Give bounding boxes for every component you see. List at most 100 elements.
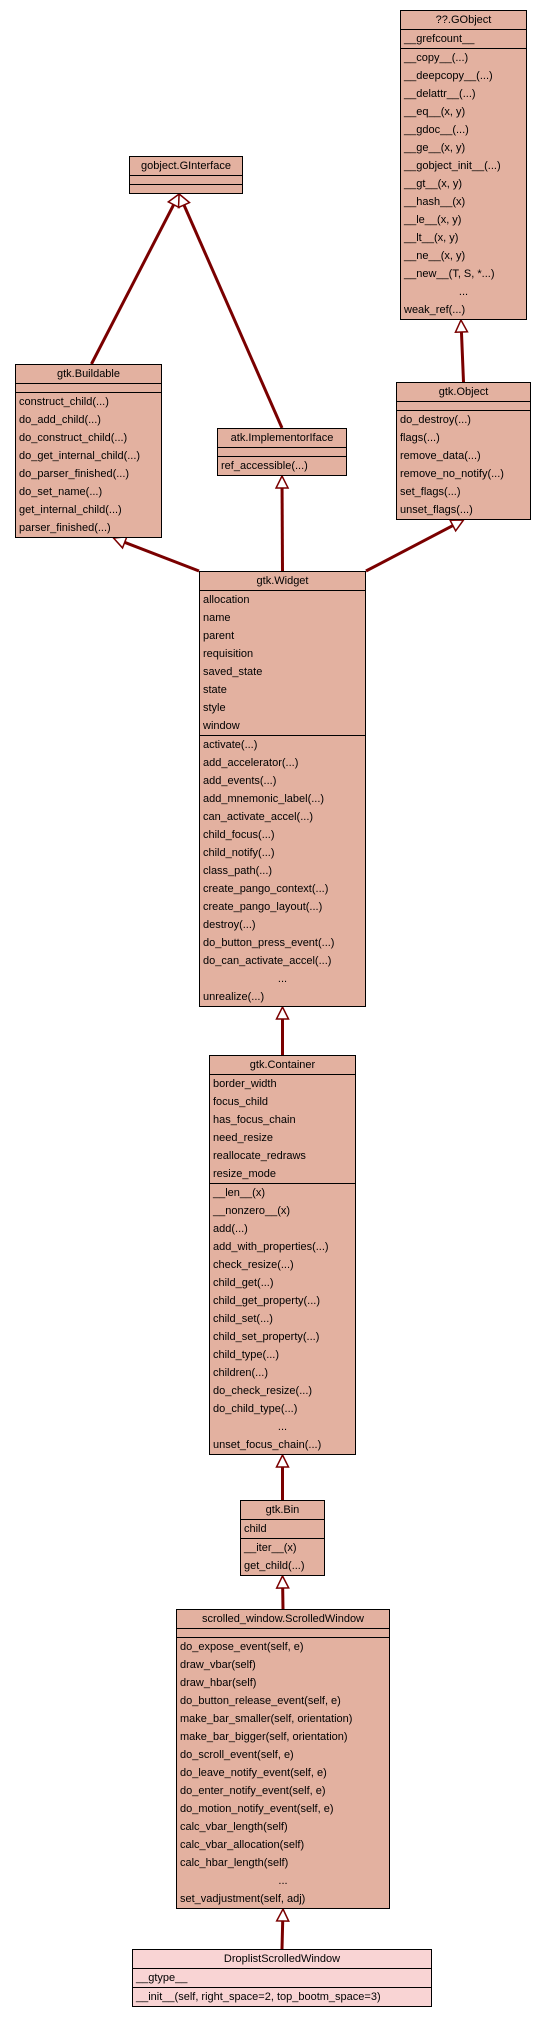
member: check_resize(...)	[213, 1259, 294, 1271]
attributes-section	[218, 448, 346, 457]
inheritance-line-buildable-gobject_ginterface	[90, 203, 175, 365]
member: child	[244, 1523, 267, 1535]
member: requisition	[203, 648, 254, 660]
member: __gtype__	[136, 1972, 188, 1984]
inheritance-line-widget-buildable	[124, 540, 200, 573]
member: construct_child(...)	[19, 396, 109, 408]
member: add_accelerator(...)	[203, 757, 299, 769]
class-gobject-ginterface: gobject.GInterface	[129, 156, 243, 194]
member: __hash__(x)	[404, 196, 466, 208]
inheritance-arrowhead-buildable-gobject_ginterface	[166, 192, 180, 209]
member: do_construct_child(...)	[19, 432, 128, 444]
member: has_focus_chain	[213, 1114, 296, 1126]
member: child_get(...)	[213, 1277, 274, 1289]
attributes-section: child	[241, 1520, 324, 1539]
methods-section: __iter__(x)get_child(...)	[241, 1539, 324, 1575]
member: make_bar_bigger(self, orientation)	[180, 1731, 348, 1743]
member: remove_data(...)	[400, 450, 481, 462]
methods-section: __copy__(...)__deepcopy__(...)__delattr_…	[401, 49, 526, 319]
attributes-section	[16, 384, 161, 393]
member: __ge__(x, y)	[404, 142, 466, 154]
attributes-section: __gtype__	[133, 1969, 431, 1988]
member: __gobject_init__(...)	[404, 160, 501, 172]
member: do_destroy(...)	[400, 414, 471, 426]
inheritance-arrowhead-scrolled-bin	[275, 1574, 290, 1589]
methods-section: activate(...) add_accelerator(...) add_eve…	[200, 736, 365, 1006]
class-name: gobject.GInterface	[130, 157, 242, 176]
class-name: ??.GObject	[401, 11, 526, 30]
member: child_focus(...)	[203, 829, 275, 841]
member: do_parser_finished(...)	[19, 468, 130, 480]
member: reallocate_redraws	[213, 1150, 306, 1162]
ellipsis: ...	[277, 1421, 288, 1433]
member: need_resize	[213, 1132, 273, 1144]
ellipsis: ...	[277, 973, 288, 985]
member: __le__(x, y)	[404, 214, 462, 226]
member: activate(...)	[203, 739, 258, 751]
member: child_get_property(...)	[213, 1295, 320, 1307]
member: border_width	[213, 1078, 277, 1090]
member: remove_no_notify(...)	[400, 468, 504, 480]
member: class_path(...)	[203, 865, 273, 877]
class-name: DroplistScrolledWindow	[133, 1950, 431, 1969]
member: do_motion_notify_event(self, e)	[180, 1803, 334, 1815]
member: unset_flags(...)	[400, 504, 473, 516]
member: state	[203, 684, 227, 696]
class-gobject: ??.GObject__grefcount__ __copy__(...) __de…	[400, 10, 527, 320]
inheritance-arrowhead-droplist-scrolled	[275, 1907, 290, 1922]
member: do_button_release_event(self, e)	[180, 1695, 341, 1707]
member: create_pango_context(...)	[203, 883, 329, 895]
member: __nonzero__(x)	[213, 1205, 291, 1217]
member: add_events(...)	[203, 775, 277, 787]
attributes-section	[130, 176, 242, 185]
class-name: gtk.Widget	[200, 572, 365, 591]
member: child_set_property(...)	[213, 1331, 320, 1343]
member: can_activate_accel(...)	[203, 811, 314, 823]
methods-section: do_destroy(...)flags(...)remove_data(...…	[397, 411, 530, 519]
member: set_flags(...)	[400, 486, 461, 498]
member: add_with_properties(...)	[213, 1241, 329, 1253]
member: add_mnemonic_label(...)	[203, 793, 325, 805]
member: resize_mode	[213, 1168, 276, 1180]
member: do_can_activate_accel(...)	[203, 955, 332, 967]
member: do_leave_notify_event(self, e)	[180, 1767, 327, 1779]
inheritance-arrowhead-object-gobject	[454, 318, 469, 334]
member: make_bar_smaller(self, orientation)	[180, 1713, 353, 1725]
member: __iter__(x)	[244, 1542, 297, 1554]
inheritance-line-object-gobject	[459, 331, 465, 383]
member: child_set(...)	[213, 1313, 273, 1325]
member: unset_focus_chain(...)	[213, 1439, 322, 1451]
inheritance-arrowhead-widget-object	[448, 519, 465, 533]
member: __eq__(x, y)	[404, 106, 466, 118]
member: style	[203, 702, 226, 714]
member: add(...)	[213, 1223, 248, 1235]
member: __deepcopy__(...)	[404, 70, 493, 82]
member: __gt__(x, y)	[404, 178, 463, 190]
inheritance-line-widget-object	[365, 524, 454, 573]
class-name: gtk.Object	[397, 383, 530, 402]
inheritance-arrowhead-bin-container	[275, 1453, 290, 1468]
ellipsis: ...	[458, 286, 469, 298]
member: do_scroll_event(self, e)	[180, 1749, 294, 1761]
class-name: gtk.Bin	[241, 1501, 324, 1520]
class-name: atk.ImplementorIface	[218, 429, 346, 448]
member: do_set_name(...)	[19, 486, 103, 498]
member: do_child_type(...)	[213, 1403, 298, 1415]
member: ref_accessible(...)	[221, 460, 308, 472]
member: set_vadjustment(self, adj)	[180, 1893, 306, 1905]
class-gtk-bin: gtk.Bin child __iter__(x)get_child(...)	[240, 1500, 325, 1576]
member: __copy__(...)	[404, 52, 469, 64]
attributes-section: __grefcount__	[401, 30, 526, 49]
member: __new__(T, S, *...)	[404, 268, 495, 280]
methods-section: construct_child(...)do_add_child(...)do_…	[16, 393, 161, 537]
member: calc_vbar_length(self)	[180, 1821, 288, 1833]
member: name	[203, 612, 231, 624]
member: calc_vbar_allocation(self)	[180, 1839, 305, 1851]
member: do_enter_notify_event(self, e)	[180, 1785, 326, 1797]
member: do_check_resize(...)	[213, 1385, 313, 1397]
